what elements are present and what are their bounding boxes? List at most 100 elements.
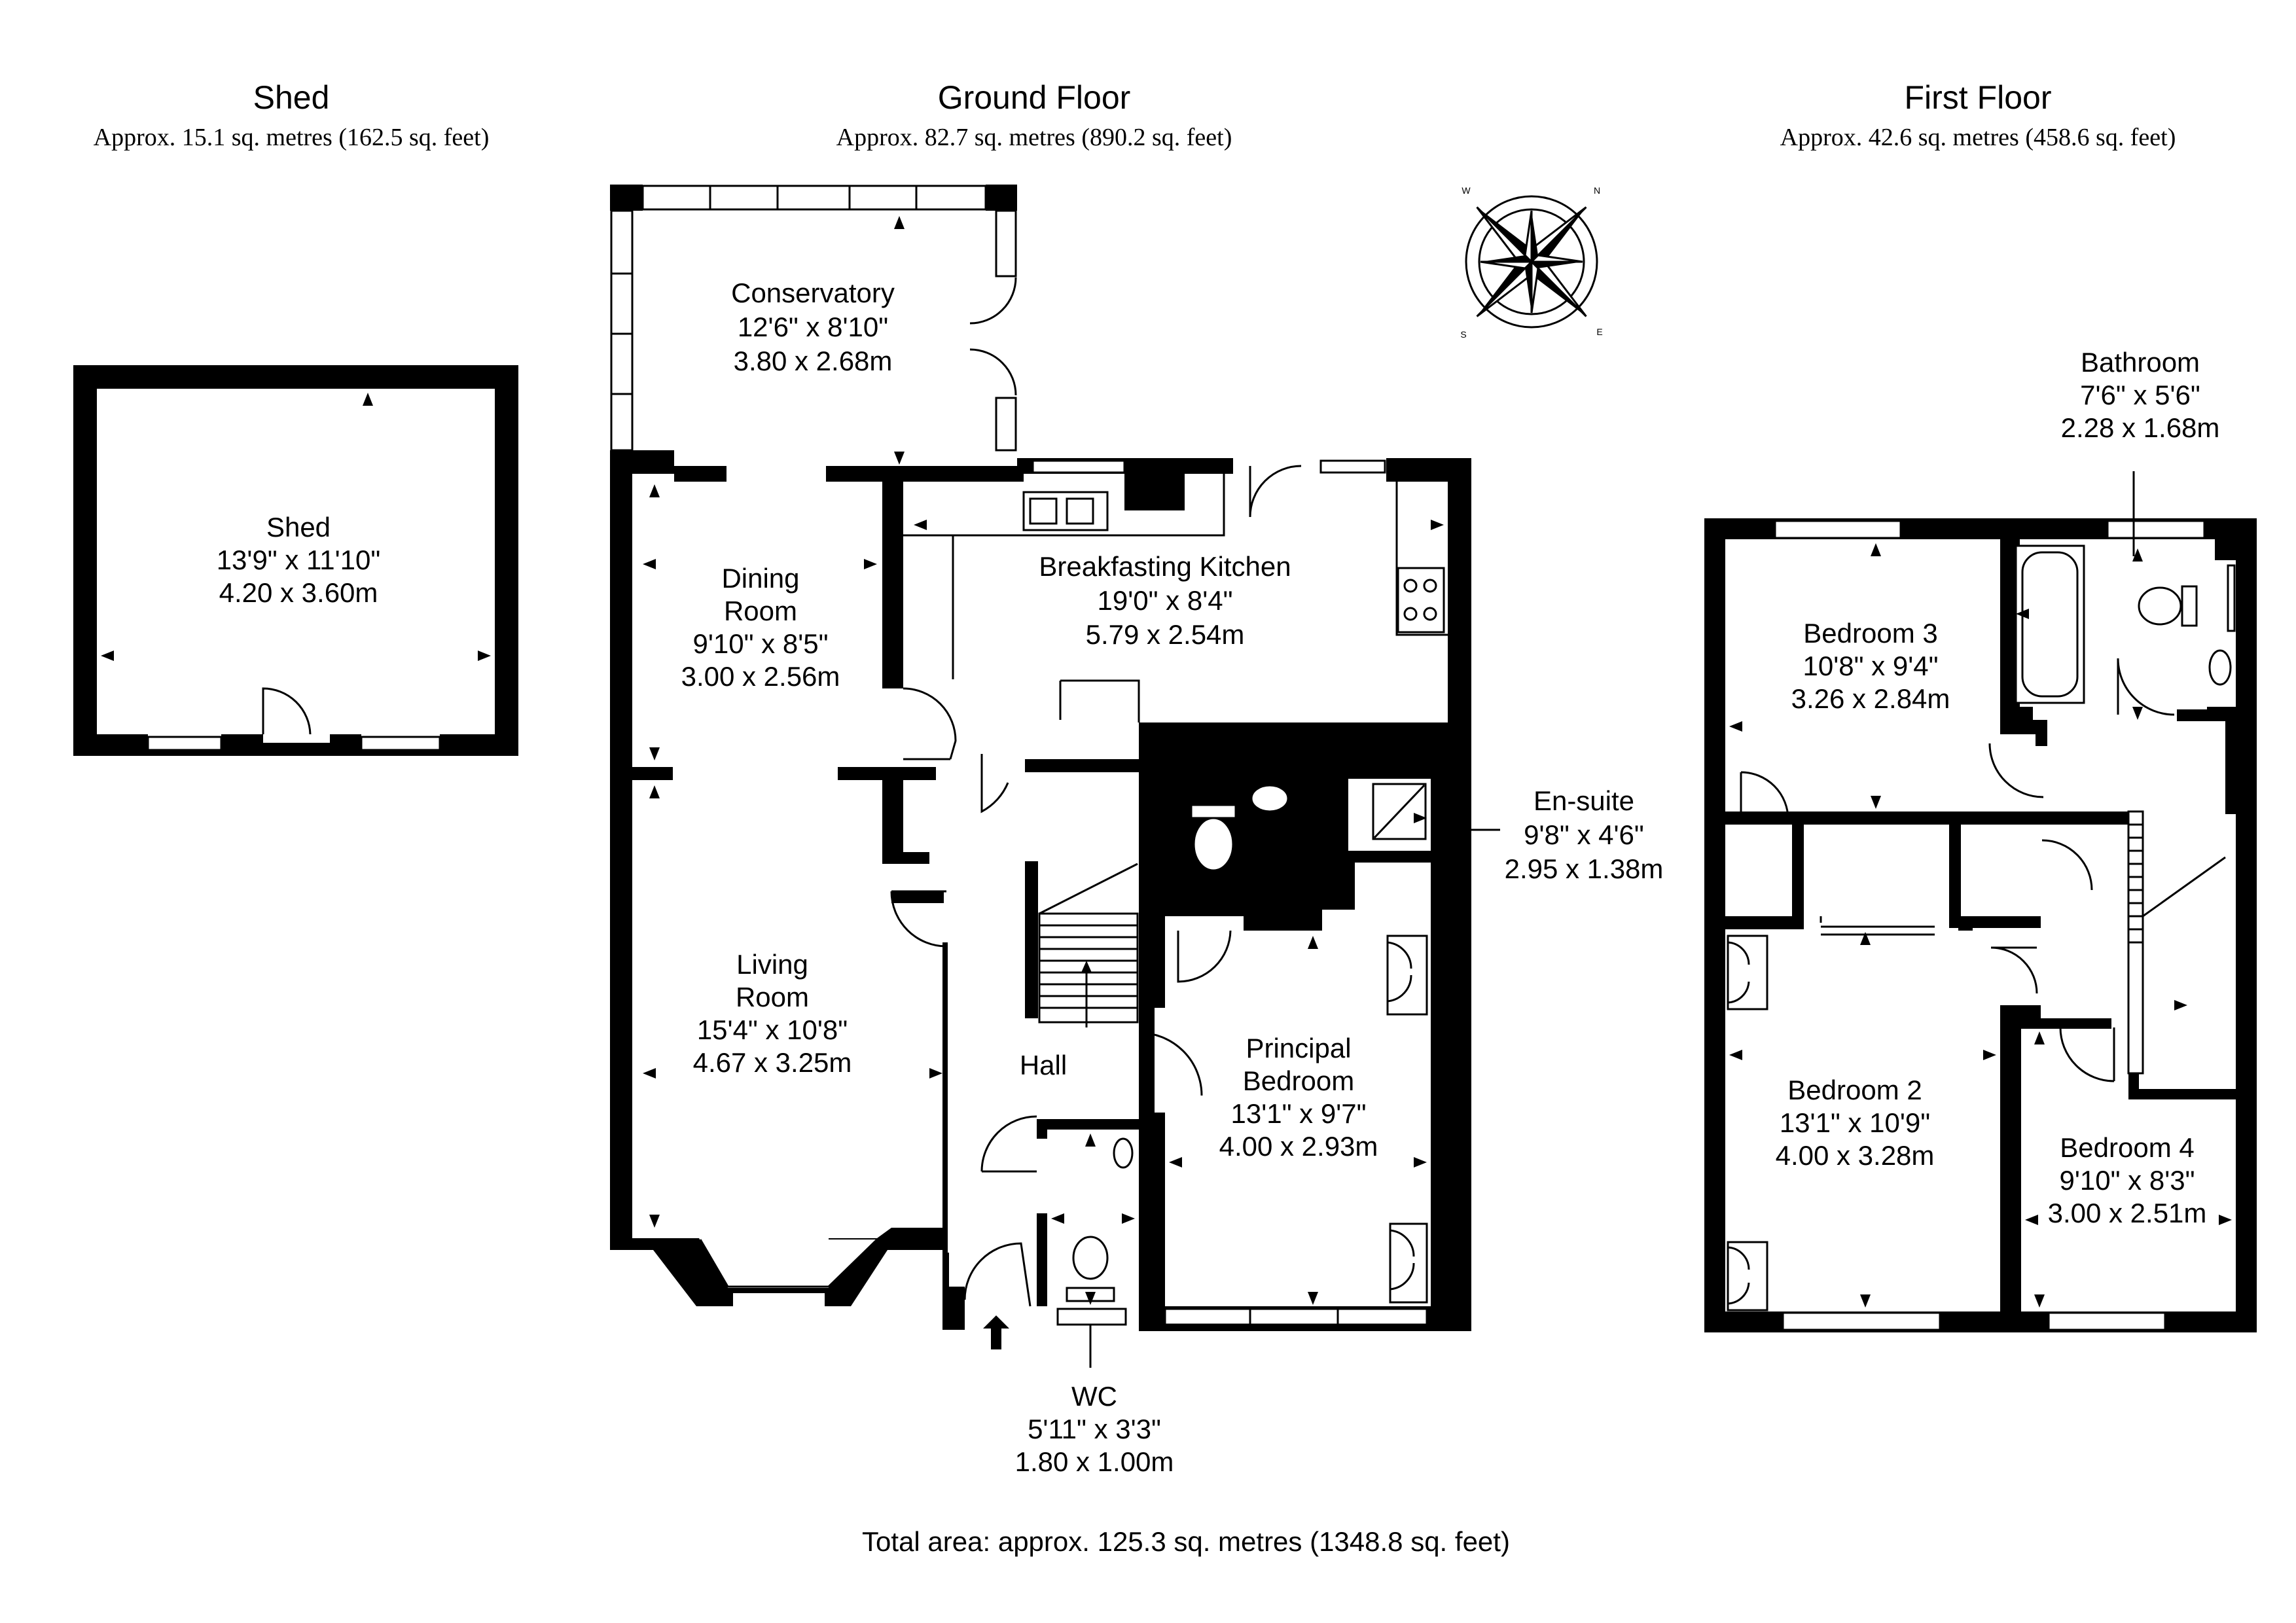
ensuite-name: En-suite xyxy=(1534,785,1634,816)
kitchen-window-left xyxy=(1031,459,1126,474)
conservatory-right-glazing-upper xyxy=(995,209,1017,277)
principal-bedroom-name-1: Principal xyxy=(1246,1033,1351,1063)
living-bay-window xyxy=(699,1238,878,1288)
bathroom-left-wall xyxy=(2000,539,2009,733)
bedroom4-metric: 3.00 x 2.51m xyxy=(2048,1198,2207,1228)
shed-window-right xyxy=(360,736,441,751)
bedroom3-door xyxy=(1740,771,1789,820)
cupboard-door-landing xyxy=(2041,839,2093,891)
shed-section-area: Approx. 15.1 sq. metres (162.5 sq. feet) xyxy=(94,124,490,151)
kitchen-back-door xyxy=(1249,465,1302,518)
hall-name: Hall xyxy=(1020,1050,1067,1080)
shed-window-left xyxy=(147,736,223,751)
hall-left-wall-upper xyxy=(1025,861,1038,1018)
ensuite-toilet-icon xyxy=(1193,817,1234,872)
landing-door xyxy=(1988,743,2044,798)
kitchen-window-right xyxy=(1319,459,1386,474)
bathroom-window xyxy=(2106,520,2206,539)
shed-arrow-right xyxy=(478,651,491,661)
bedroom2-right-wall xyxy=(1958,916,1973,931)
entrance-arrow-icon xyxy=(983,1315,1009,1349)
ground-floor-walls xyxy=(610,450,965,1330)
conservatory-name: Conservatory xyxy=(731,277,895,308)
principal-bedroom-door xyxy=(1138,1031,1203,1096)
conservatory-right-glazing-lower xyxy=(995,397,1017,452)
bedroom2-imperial: 13'1" x 10'9" xyxy=(1780,1107,1930,1138)
first-floor-plan: Bathroom 7'6" x 5'6" 2.28 x 1.68m Bedroo… xyxy=(1704,347,2257,1332)
hall-partition xyxy=(891,891,944,903)
landing-bottom-wall xyxy=(2000,1005,2041,1018)
kitchen-top-wall-left xyxy=(882,466,903,688)
wc-door xyxy=(980,1115,1037,1173)
living-room-imperial: 15'4" x 10'8" xyxy=(697,1014,848,1045)
sliding-wardrobe xyxy=(1820,916,1935,936)
total-area: Total area: approx. 125.3 sq. metres (13… xyxy=(862,1526,1510,1557)
dining-room-imperial: 9'10" x 8'5" xyxy=(693,628,829,659)
wc-basin-icon xyxy=(1113,1137,1134,1169)
principal-window xyxy=(1164,1308,1428,1326)
section-headers: Shed Approx. 15.1 sq. metres (162.5 sq. … xyxy=(94,79,2176,151)
dining-room-name-2: Room xyxy=(724,596,797,626)
principal-wardrobe-lower xyxy=(1389,1222,1428,1304)
first-floor-area: Approx. 42.6 sq. metres (458.6 sq. feet) xyxy=(1780,124,2176,151)
ground-floor-plan: Conservatory 12'6" x 8'10" 3.80 x 2.68m … xyxy=(610,185,1663,1477)
compass-label-s: S xyxy=(1460,329,1466,340)
kitchen-worktop xyxy=(903,471,1448,722)
wc-name: WC xyxy=(1071,1381,1117,1412)
principal-bedroom-metric: 4.00 x 2.93m xyxy=(1219,1131,1378,1162)
ensuite-metric: 2.95 x 1.38m xyxy=(1505,853,1664,884)
conservatory-imperial: 12'6" x 8'10" xyxy=(738,312,888,342)
shed-room-name: Shed xyxy=(266,512,331,543)
wc-walls xyxy=(1037,1119,1139,1306)
bathroom-bottom-wall-left xyxy=(2000,722,2046,734)
shed-door-swing xyxy=(262,687,312,735)
dining-door-swing xyxy=(903,687,957,760)
principal-bedroom-name-2: Bedroom xyxy=(1243,1065,1354,1096)
bedroom2-metric: 4.00 x 3.28m xyxy=(1776,1140,1935,1171)
shed-plan: Shed 13'9" x 11'10" 4.20 x 3.60m xyxy=(73,365,518,756)
bedroom4-door xyxy=(2059,1027,2115,1082)
conservatory-french-doors xyxy=(969,277,1017,396)
shed-room-imperial: 13'9" x 11'10" xyxy=(217,544,381,575)
ensuite-imperial: 9'8" x 4'6" xyxy=(1524,819,1644,850)
living-room-metric: 4.67 x 3.25m xyxy=(693,1047,852,1078)
wc-imperial: 5'11" x 3'3" xyxy=(1028,1414,1161,1444)
landing-cupboard-top xyxy=(1949,812,2096,823)
bathroom-basin-icon xyxy=(2208,649,2232,686)
kitchen-imperial: 19'0" x 8'4" xyxy=(1098,585,1233,616)
conservatory-corner-tl xyxy=(610,185,643,211)
wc-window xyxy=(1056,1308,1127,1326)
conservatory-metric: 3.80 x 2.68m xyxy=(734,346,893,376)
ensuite-door xyxy=(1177,930,1232,983)
bathroom-side-window xyxy=(2227,564,2236,632)
cupboard-door xyxy=(980,754,1009,813)
kitchen-chimney xyxy=(1124,458,1185,510)
living-room-name-1: Living xyxy=(736,949,808,980)
bathroom-name: Bathroom xyxy=(2081,347,2200,378)
ground-floor-area: Approx. 82.7 sq. metres (890.2 sq. feet) xyxy=(836,124,1232,151)
bedroom2-name: Bedroom 2 xyxy=(1787,1075,1922,1105)
bathroom-imperial: 7'6" x 5'6" xyxy=(2080,380,2200,410)
bedroom3-metric: 3.26 x 2.84m xyxy=(1791,683,1950,714)
wc-toilet-icon xyxy=(1072,1236,1109,1280)
conservatory-bottom-left-wall xyxy=(674,466,726,482)
dining-living-divider-left xyxy=(632,767,673,780)
ensuite-bedroom-walls xyxy=(1139,722,1471,1331)
shed-room-metric: 4.20 x 3.60m xyxy=(219,577,378,608)
ground-stairs xyxy=(1038,863,1139,1027)
dining-room-name-1: Dining xyxy=(721,563,799,594)
wc-metric: 1.80 x 1.00m xyxy=(1015,1446,1174,1477)
compass-label-w: W xyxy=(1462,185,1471,196)
bathroom-door xyxy=(2117,658,2175,716)
bedroom2-wardrobe-lower xyxy=(1727,1241,1768,1311)
bedroom3-name: Bedroom 3 xyxy=(1803,618,1937,649)
hall-stair-wall xyxy=(1025,759,1143,772)
conservatory-left-glazing xyxy=(610,209,634,452)
kitchen-right-wall xyxy=(1448,458,1471,722)
dining-room-metric: 3.00 x 2.56m xyxy=(681,661,840,692)
bedroom4-top-wall xyxy=(2000,1018,2111,1029)
kitchen-metric: 5.79 x 2.54m xyxy=(1086,619,1245,650)
conservatory-top-glazing xyxy=(641,185,987,211)
bedroom2-door xyxy=(1990,946,2038,994)
